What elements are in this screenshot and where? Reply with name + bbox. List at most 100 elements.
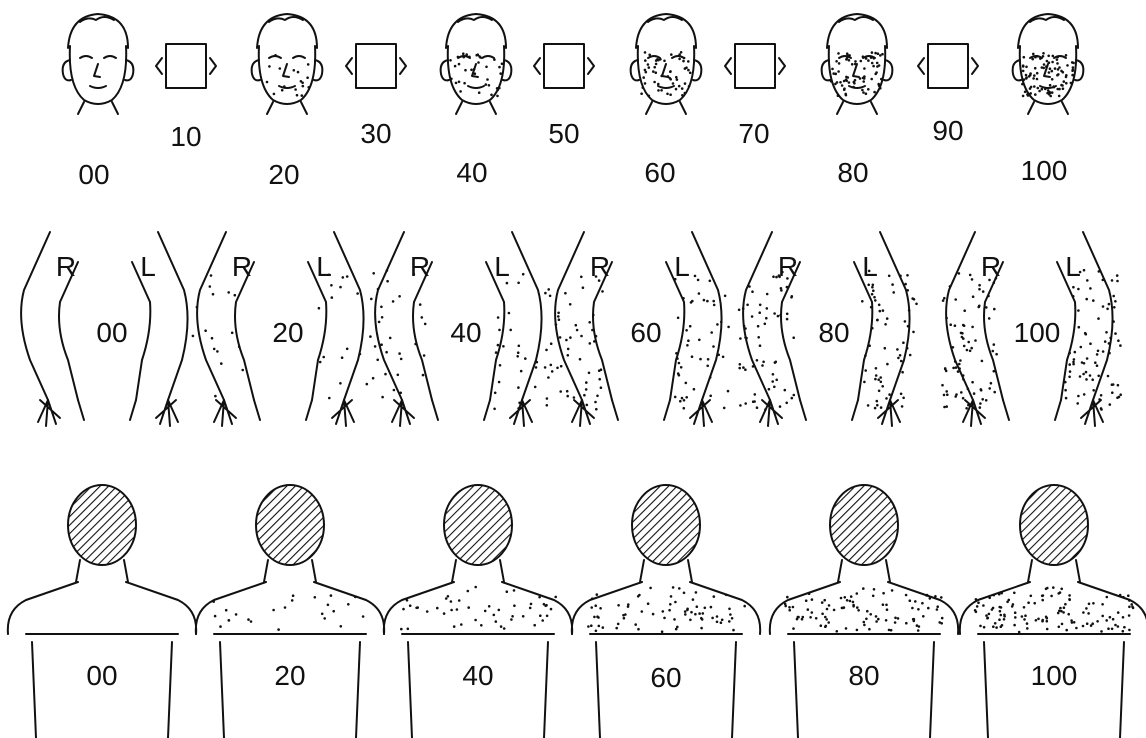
freckle-dot <box>273 93 276 96</box>
freckle-dot <box>1109 403 1112 406</box>
freckle-dot <box>486 78 489 81</box>
freckle-dot <box>885 604 888 607</box>
freckle-dot <box>694 613 697 616</box>
freckle-dot <box>1075 627 1078 630</box>
head-back-hatched <box>256 485 324 565</box>
freckle-dot <box>880 406 883 409</box>
freckle-dot <box>406 599 409 602</box>
freckle-dot <box>551 370 554 373</box>
right-hand <box>572 400 618 426</box>
freckle-dot <box>493 58 496 61</box>
freckle-dot <box>1064 389 1067 392</box>
freckle-dot <box>602 626 605 629</box>
freckle-dot <box>1091 378 1094 381</box>
freckle-dot <box>880 381 883 384</box>
freckle-dot <box>976 605 979 608</box>
freckle-dot <box>960 391 963 394</box>
freckle-dot <box>1048 71 1051 74</box>
freckle-dot <box>1043 63 1046 66</box>
freckle-dot <box>617 604 620 607</box>
face-figure <box>63 14 134 114</box>
freckle-dot <box>331 296 334 299</box>
freckle-dot <box>354 596 357 599</box>
freckle-dot <box>1088 603 1091 606</box>
freckle-dot <box>473 68 476 71</box>
freckle-dot <box>670 53 673 56</box>
freckle-dot <box>501 62 504 65</box>
freckle-dot <box>598 279 601 282</box>
freckle-dot <box>681 87 684 90</box>
faces-row <box>63 14 1084 114</box>
freckle-dot <box>875 367 878 370</box>
freckle-dot <box>1011 605 1014 608</box>
freckle-dot <box>739 337 742 340</box>
freckle-dot <box>857 609 860 612</box>
freckle-dot <box>861 89 864 92</box>
freckle-dot <box>534 386 537 389</box>
freckle-dot <box>1123 626 1126 629</box>
freckle-dot <box>465 53 468 56</box>
freckle-dot <box>517 282 520 285</box>
freckle-dot <box>1056 74 1059 77</box>
freckle-dot <box>1114 300 1117 303</box>
freckle-dot <box>843 606 846 609</box>
freckle-dot <box>837 70 840 73</box>
arm-side-label: L <box>674 251 690 282</box>
freckle-dot <box>1045 616 1048 619</box>
freckle-dot <box>993 594 996 597</box>
freckle-dot <box>684 92 687 95</box>
freckle-dot <box>488 84 491 87</box>
freckle-dot <box>1018 631 1021 634</box>
freckle-dot <box>386 269 389 272</box>
freckle-dot <box>875 71 878 74</box>
freckle-dot <box>1092 602 1095 605</box>
freckle-dot <box>544 366 547 369</box>
intermediate-box <box>346 44 406 88</box>
freckle-dot <box>1068 376 1071 379</box>
freckle-dot <box>998 593 1001 596</box>
freckle-dot <box>1071 69 1074 72</box>
left-hand <box>484 400 532 426</box>
freckle-dot <box>988 597 991 600</box>
freckle-dot <box>1112 618 1115 621</box>
freckle-dot <box>863 381 866 384</box>
arrow-right-icon <box>400 58 406 74</box>
freckle-dot <box>724 295 727 298</box>
freckle-dot <box>1033 74 1036 77</box>
freckle-dot <box>460 623 463 626</box>
freckle-dot <box>596 593 599 596</box>
arm-label: 00 <box>96 317 127 348</box>
freckle-dot <box>744 336 747 339</box>
freckle-dot <box>1058 626 1061 629</box>
freckle-dot <box>824 616 827 619</box>
freckle-dot <box>328 274 331 277</box>
freckle-dot <box>1076 402 1079 405</box>
freckle-dot <box>891 283 894 286</box>
freckle-dot <box>703 299 706 302</box>
freckle-dot <box>689 619 692 622</box>
freckle-dot <box>892 291 895 294</box>
freckle-dot <box>1077 309 1080 312</box>
freckle-dot <box>297 71 300 74</box>
freckle-dot <box>786 286 789 289</box>
freckle-dot <box>765 317 768 320</box>
freckle-dot <box>450 78 453 81</box>
freckle-dot <box>380 343 383 346</box>
back-figure <box>770 485 958 738</box>
freckle-dot <box>1116 274 1119 277</box>
freckle-dot <box>709 280 712 283</box>
freckle-dot <box>691 355 694 358</box>
freckle-dot <box>739 363 742 366</box>
freckle-dot <box>757 325 760 328</box>
freckle-dot <box>667 75 670 78</box>
freckle-dot <box>498 66 501 69</box>
freckle-dot <box>1117 384 1120 387</box>
freckle-dot <box>1003 615 1006 618</box>
freckle-dot <box>873 57 876 60</box>
freckle-dot <box>773 312 776 315</box>
freckle-dot <box>565 339 568 342</box>
freckle-dot <box>686 344 689 347</box>
freckle-dot <box>1112 320 1115 323</box>
freckle-dot <box>684 610 687 613</box>
face-outline <box>70 46 126 104</box>
